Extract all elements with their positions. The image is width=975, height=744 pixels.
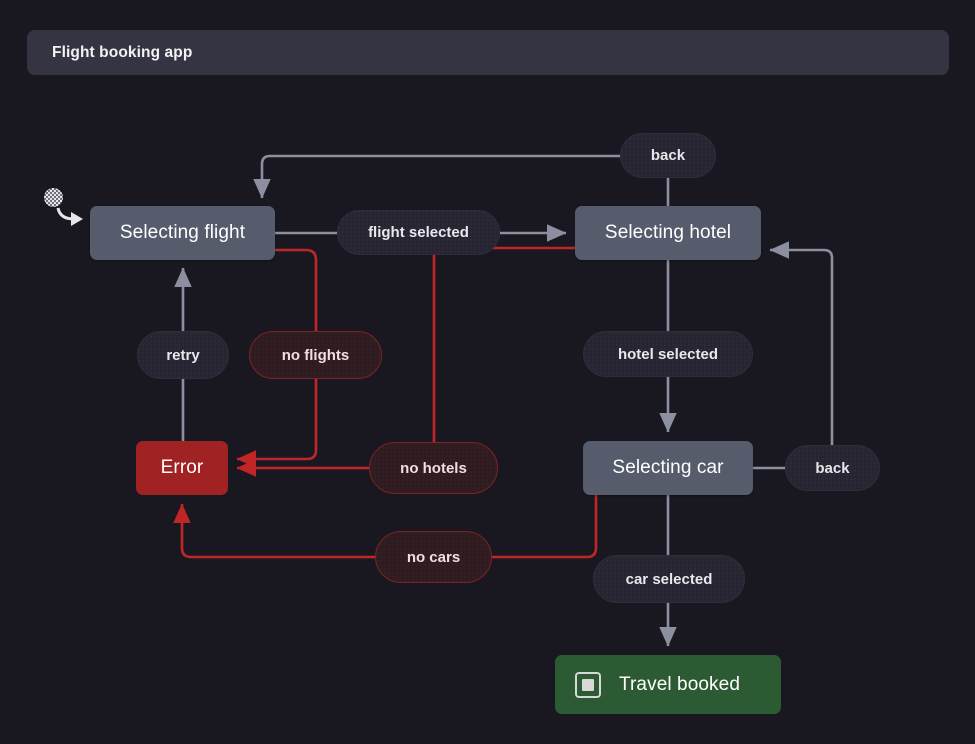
event-pill-no-flights[interactable]: no flights [249, 331, 382, 379]
event-pill-hotel-selected[interactable]: hotel selected [583, 331, 753, 377]
state-node-error[interactable]: Error [136, 441, 228, 495]
initial-state-arrowhead-icon [71, 212, 83, 226]
event-label: back [650, 147, 686, 164]
state-node-travel-booked[interactable]: Travel booked [555, 655, 781, 714]
state-label: Error [160, 457, 204, 478]
edge-back-right-b [769, 241, 834, 445]
edge-no-hotels-a [432, 246, 575, 442]
state-node-selecting-car[interactable]: Selecting car [583, 441, 753, 495]
state-label: Travel booked [619, 673, 740, 695]
event-label: no cars [406, 548, 461, 566]
state-label: Selecting hotel [604, 222, 732, 243]
edge-no-cars-b [173, 503, 375, 559]
event-label: retry [166, 346, 200, 364]
final-state-stop-icon [575, 671, 601, 698]
page-title: Flight booking app [52, 43, 193, 61]
event-label: no hotels [400, 459, 467, 477]
edge-no-flights-a [275, 248, 318, 331]
state-node-selecting-hotel[interactable]: Selecting hotel [575, 206, 761, 260]
event-label: hotel selected [617, 345, 719, 363]
event-pill-retry[interactable]: retry [137, 331, 229, 379]
edge-no-cars-a [492, 495, 598, 559]
state-label: Selecting car [612, 457, 724, 478]
state-label: Selecting flight [119, 222, 246, 243]
event-pill-no-hotels[interactable]: no hotels [369, 442, 498, 494]
initial-state-dot-icon [44, 188, 63, 207]
event-pill-car-selected[interactable]: car selected [593, 555, 745, 603]
event-pill-no-cars[interactable]: no cars [375, 531, 492, 583]
event-label: car selected [625, 570, 713, 588]
initial-state-marker [44, 188, 90, 230]
event-label: back [815, 459, 850, 477]
event-pill-flight-selected[interactable]: flight selected [337, 210, 500, 255]
edge-no-flights-b [236, 379, 318, 468]
edge-back-top-b [253, 154, 620, 199]
event-pill-back-top[interactable]: back [620, 133, 716, 178]
event-pill-back-right[interactable]: back [785, 445, 880, 491]
event-label: no flights [281, 346, 350, 364]
state-node-selecting-flight[interactable]: Selecting flight [90, 206, 275, 260]
app-title-bar: Flight booking app [27, 30, 949, 75]
event-label: flight selected [368, 224, 469, 241]
